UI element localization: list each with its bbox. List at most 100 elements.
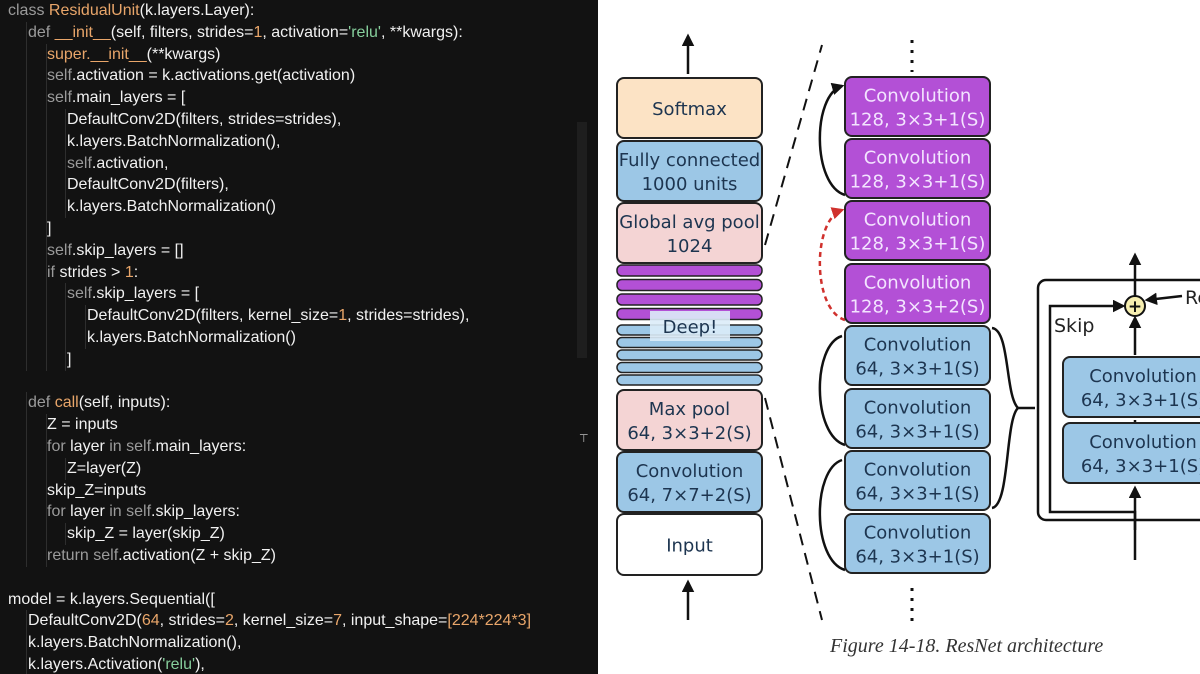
indent-guide bbox=[65, 327, 66, 349]
blue-layer-stripe bbox=[616, 349, 763, 361]
code-token: def bbox=[28, 394, 55, 412]
code-line[interactable]: def call(self, inputs): bbox=[28, 392, 170, 414]
code-token: 2 bbox=[224, 612, 234, 630]
indent-guide bbox=[26, 632, 27, 655]
code-line[interactable]: ] bbox=[67, 349, 71, 371]
code-token: [224*224*3] bbox=[447, 612, 532, 630]
code-line[interactable]: model = k.layers.Sequential([ bbox=[8, 589, 215, 611]
layer-label: Max pool bbox=[649, 399, 730, 420]
code-token: 1 bbox=[338, 307, 348, 325]
indent-guide bbox=[26, 523, 27, 546]
code-line[interactable]: self.skip_layers = [ bbox=[67, 283, 199, 305]
code-token: .activation = k.activations.get(activati… bbox=[71, 67, 356, 85]
layer-label: 64, 3×3+1(S) bbox=[1081, 456, 1200, 477]
code-line[interactable]: Z=layer(Z) bbox=[67, 458, 141, 480]
indent-guide bbox=[65, 457, 66, 480]
layer-label: 128, 3×3+1(S) bbox=[850, 234, 986, 255]
indent-guide bbox=[65, 174, 66, 197]
code-token: DefaultConv2D(filters), bbox=[67, 176, 229, 194]
layer-label: Convolution bbox=[864, 273, 972, 294]
layer-box bbox=[1062, 356, 1200, 418]
code-line[interactable]: for layer in self.main_layers: bbox=[47, 436, 246, 458]
scrollbar[interactable] bbox=[577, 122, 587, 358]
code-editor[interactable]: class ResidualUnit(k.layers.Layer):def _… bbox=[0, 0, 598, 674]
code-token: Z=layer(Z) bbox=[67, 459, 142, 477]
code-line[interactable]: k.layers.BatchNormalization(), bbox=[28, 632, 241, 654]
code-line[interactable]: k.layers.Activation('relu'), bbox=[28, 654, 205, 674]
indent-guide bbox=[46, 523, 47, 546]
indent-guide bbox=[46, 239, 47, 262]
code-token: self bbox=[67, 154, 92, 172]
code-line[interactable]: self.skip_layers = [] bbox=[47, 240, 184, 262]
code-token: super.__init__ bbox=[47, 45, 147, 63]
code-line[interactable]: DefaultConv2D(filters, kernel_size=1, st… bbox=[87, 305, 469, 327]
code-line[interactable]: DefaultConv2D(filters), bbox=[67, 174, 229, 196]
code-token: .main_layers = [ bbox=[71, 89, 186, 107]
indent-guide bbox=[65, 130, 66, 153]
layer-label: 1024 bbox=[667, 236, 713, 257]
code-line[interactable]: self.main_layers = [ bbox=[47, 87, 185, 109]
indent-guide bbox=[46, 305, 47, 328]
layer-input: Input bbox=[616, 513, 763, 576]
code-token: ] bbox=[47, 220, 52, 237]
code-line[interactable]: DefaultConv2D(64, strides=2, kernel_size… bbox=[28, 610, 531, 632]
code-line[interactable]: for layer in self.skip_layers: bbox=[47, 501, 240, 523]
code-token: DefaultConv2D( bbox=[28, 612, 142, 630]
code-token: 'relu' bbox=[348, 23, 381, 41]
code-token: .skip_layers = [] bbox=[71, 241, 184, 259]
code-line[interactable]: k.layers.BatchNormalization() bbox=[67, 196, 276, 218]
layer-box bbox=[844, 325, 991, 386]
code-token: skip_Z=inputs bbox=[47, 481, 147, 499]
layer-box bbox=[844, 138, 991, 199]
blue-layer-stripe bbox=[616, 374, 763, 386]
code-line[interactable]: Z = inputs bbox=[47, 414, 118, 436]
code-token: if bbox=[47, 263, 60, 281]
code-token: return self bbox=[47, 547, 119, 564]
code-line[interactable]: skip_Z = layer(skip_Z) bbox=[67, 523, 225, 545]
code-line[interactable]: self.activation, bbox=[67, 153, 168, 175]
code-token: k.layers.BatchNormalization() bbox=[87, 329, 296, 346]
add-node-icon bbox=[1124, 295, 1146, 317]
indent-guide bbox=[46, 87, 47, 110]
layer-label: Softmax bbox=[652, 99, 727, 120]
code-token: 1 bbox=[124, 263, 134, 281]
layer-label: 128, 3×3+2(S) bbox=[850, 297, 986, 318]
code-token: DefaultConv2D(filters, strides=strides), bbox=[67, 111, 342, 128]
code-token: ] bbox=[67, 350, 72, 368]
indent-guide bbox=[26, 21, 27, 44]
layer-softmax: Softmax bbox=[616, 77, 763, 139]
code-line[interactable]: skip_Z=inputs bbox=[47, 480, 146, 502]
layer-label: 1000 units bbox=[642, 174, 738, 195]
layer-box bbox=[844, 200, 991, 261]
layer-label: Convolution bbox=[636, 461, 744, 482]
code-line[interactable]: ] bbox=[47, 218, 51, 240]
indent-guide bbox=[46, 545, 47, 567]
code-line[interactable]: DefaultConv2D(filters, strides=strides), bbox=[67, 109, 341, 131]
residual-unit-frame bbox=[1036, 278, 1200, 522]
zoom-dash-bottom bbox=[764, 397, 823, 621]
detail-layer: Convolution 128, 3×3+2(S) bbox=[844, 263, 991, 324]
code-token: .main_layers: bbox=[151, 438, 247, 455]
code-line[interactable]: super.__init__(**kwargs) bbox=[47, 44, 220, 66]
code-token: self bbox=[47, 67, 72, 85]
code-line[interactable]: k.layers.BatchNormalization(), bbox=[67, 131, 280, 153]
code-line[interactable]: def __init__(self, filters, strides=1, a… bbox=[28, 22, 463, 44]
code-line[interactable]: class ResidualUnit(k.layers.Layer): bbox=[8, 0, 254, 22]
layer-label: Convolution bbox=[1089, 432, 1197, 453]
code-token: DefaultConv2D(filters, kernel_size= bbox=[87, 307, 339, 325]
indent-guide bbox=[46, 414, 47, 437]
blue-layer-stripe bbox=[616, 361, 763, 374]
code-token: k.layers.BatchNormalization(), bbox=[28, 634, 242, 652]
code-line[interactable]: k.layers.BatchNormalization() bbox=[87, 327, 296, 349]
code-line[interactable]: return self.activation(Z + skip_Z) bbox=[47, 545, 276, 567]
figure-caption: Figure 14-18. ResNet architecture bbox=[829, 635, 1103, 657]
code-token: , input_shape= bbox=[341, 612, 448, 630]
code-line[interactable]: if strides > 1: bbox=[47, 262, 138, 284]
indent-guide bbox=[46, 196, 47, 219]
code-token: .activation, bbox=[91, 154, 169, 172]
code-token: k.layers.Activation( bbox=[28, 656, 163, 673]
code-line[interactable]: self.activation = k.activations.get(acti… bbox=[47, 65, 355, 87]
layer-box bbox=[844, 513, 991, 574]
